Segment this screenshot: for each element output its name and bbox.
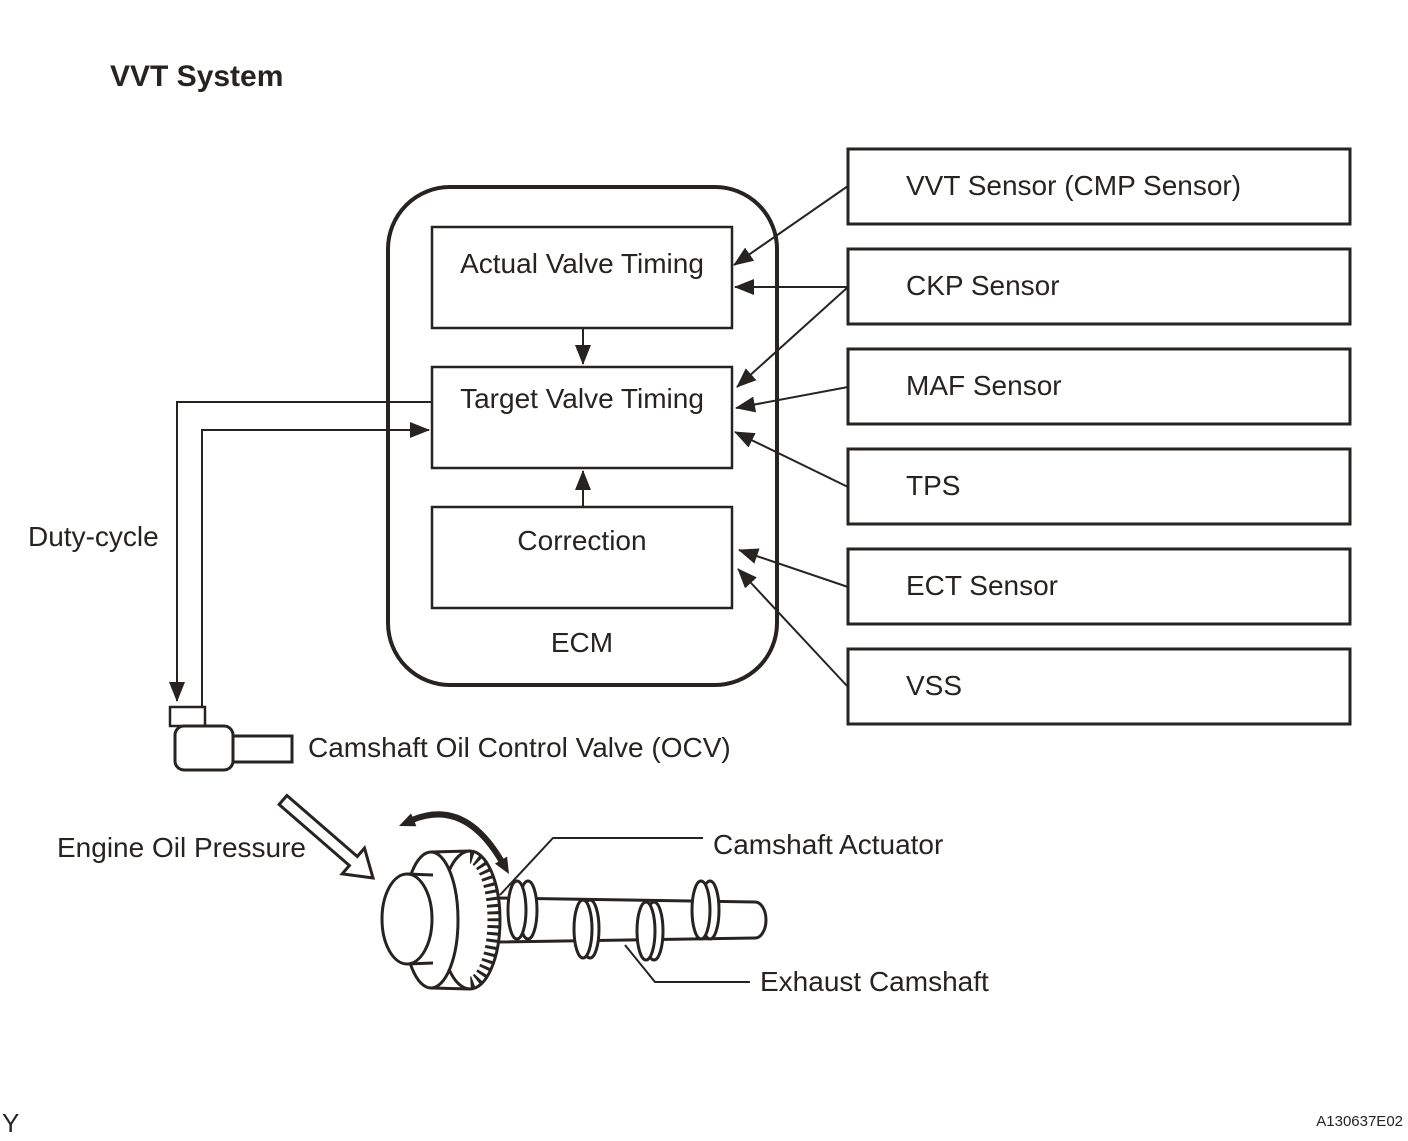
page-marker: Y — [2, 1108, 20, 1138]
ecm-outline — [386, 185, 779, 687]
cam-journal-1 — [506, 879, 539, 941]
exhaust-camshaft-label: Exhaust Camshaft — [760, 966, 989, 997]
oil-pressure-arrow-icon — [276, 793, 376, 880]
target-valve-timing-box — [430, 365, 734, 470]
ocv-icon — [168, 705, 294, 772]
ect-sensor-to-correction-arrow-icon — [738, 548, 849, 588]
maf-sensor-to-target-arrow-icon — [735, 386, 849, 413]
ocv-connector — [168, 705, 207, 728]
rotation-arrow-icon — [399, 811, 509, 874]
ocv-body — [173, 724, 235, 772]
cam-journal-3 — [635, 900, 665, 962]
camshaft-actuator-gear — [380, 849, 502, 991]
cam-journal-2 — [572, 898, 601, 960]
camshaft-actuator-leader — [499, 837, 703, 896]
vss-to-correction-arrow-icon — [737, 568, 849, 688]
tps-label: TPS — [906, 470, 961, 501]
target-valve-timing-label: Target Valve Timing — [460, 383, 704, 414]
maf-sensor-box — [846, 347, 1352, 426]
camshaft-actuator-label: Camshaft Actuator — [713, 829, 944, 860]
exhaust-camshaft-leader — [624, 944, 750, 983]
vss-label: VSS — [906, 670, 963, 701]
ocv-label: Camshaft Oil Control Valve (OCV) — [308, 732, 731, 763]
ckp-sensor-label: CKP Sensor — [906, 270, 1060, 301]
camshaft-illustration — [380, 811, 768, 991]
ecm-label: ECM — [550, 627, 614, 658]
ocv-wire-to-target — [201, 422, 430, 707]
actual-valve-timing-label: Actual Valve Timing — [460, 248, 704, 279]
duty-cycle-wire-to-ocv — [169, 401, 432, 702]
gear-hub — [380, 872, 434, 966]
figure-code: A130637E02 — [1316, 1113, 1403, 1130]
tps-to-target-arrow-icon — [734, 431, 849, 488]
engine-oil-pressure-label: Engine Oil Pressure — [57, 832, 307, 863]
page-title: VVT System — [110, 60, 284, 93]
ocv-nozzle — [231, 734, 294, 764]
vss-box — [846, 647, 1352, 726]
cam-journal-4 — [690, 879, 721, 941]
correction-label: Correction — [517, 525, 647, 556]
ckp-sensor-to-target-arrow-icon — [736, 286, 849, 388]
vvt-sensor-to-actual-arrow-icon — [733, 185, 849, 266]
maf-sensor-label: MAF Sensor — [906, 370, 1062, 401]
vvt-sensor-label: VVT Sensor (CMP Sensor) — [906, 170, 1242, 201]
ect-sensor-label: ECT Sensor — [906, 570, 1058, 601]
duty-cycle-label: Duty-cycle — [28, 521, 159, 552]
gear-teeth — [469, 850, 501, 990]
